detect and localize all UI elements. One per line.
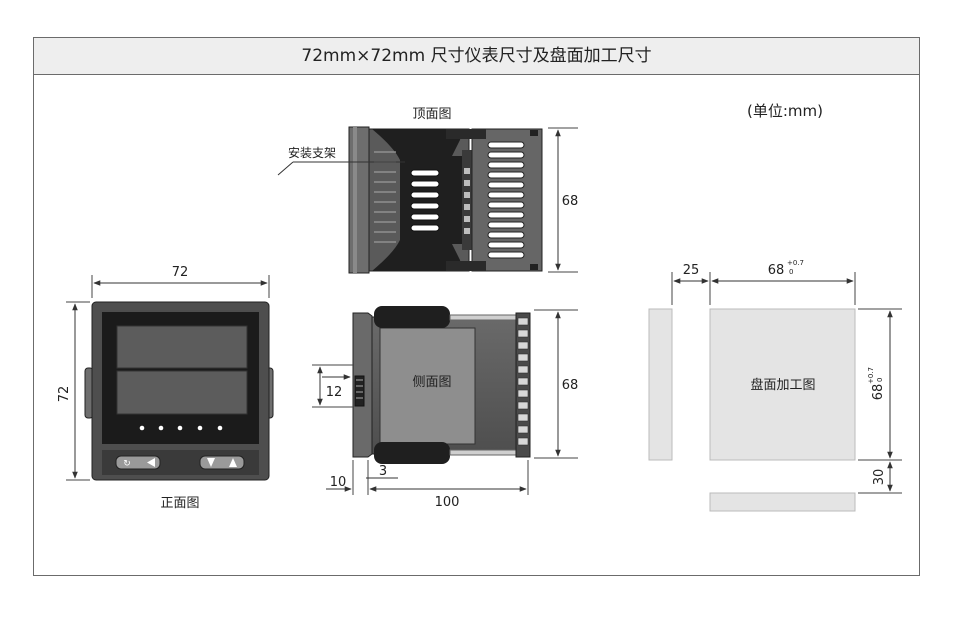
tol-h-upper: +0.7: [867, 367, 875, 384]
dim-front-width: 72: [172, 265, 189, 280]
tol-w-upper: +0.7: [787, 259, 804, 267]
dim-panel-cutout-w: 68: [768, 263, 785, 278]
front-view: ↻ 正面图 72 72: [57, 265, 274, 511]
top-view-label: 顶面图: [412, 107, 451, 122]
dim-side-gap: 3: [379, 464, 387, 479]
dim-panel-spacing: 25: [683, 263, 700, 278]
side-view-label: 侧面图: [412, 375, 451, 390]
bracket-callout: 安装支架: [288, 145, 336, 160]
unit-note: (单位:mm): [747, 102, 823, 120]
up-key-icon: [229, 458, 237, 467]
dim-side-height: 68: [562, 378, 579, 393]
down-key-icon: [207, 458, 215, 467]
left-key-icon: [147, 458, 155, 467]
cycle-key-icon: ↻: [123, 459, 131, 469]
side-view: 侧面图 68 12 10 3 100: [312, 306, 578, 510]
dim-front-height: 72: [57, 386, 72, 403]
panel-view: 盘面加工图 25 68 +0.7 0 68 +0.7 0 30: [648, 259, 902, 512]
dim-side-depth: 100: [435, 495, 460, 510]
top-view: 顶面图: [277, 107, 579, 274]
tol-w-lower: 0: [789, 268, 793, 276]
page-title: 72mm×72mm 尺寸仪表尺寸及盘面加工尺寸: [34, 38, 919, 75]
front-view-label: 正面图: [160, 496, 199, 511]
dim-top-height: 68: [562, 194, 579, 209]
panel-view-label: 盘面加工图: [750, 377, 815, 393]
dim-panel-cutout-h: 68: [871, 384, 886, 401]
dim-side-bezel: 10: [330, 475, 347, 490]
dim-side-step: 12: [326, 385, 343, 400]
dim-panel-spacing-v: 30: [872, 469, 887, 486]
tol-h-lower: 0: [876, 378, 884, 382]
